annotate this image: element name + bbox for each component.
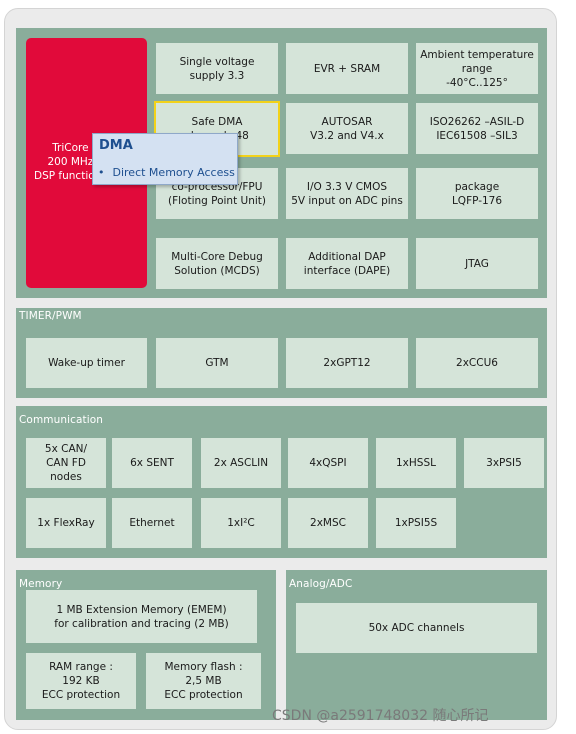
tooltip-item-text: Direct Memory Access	[112, 166, 235, 179]
timer-gtm: GTM	[156, 338, 278, 388]
timer-gpt12: 2xGPT12	[286, 338, 408, 388]
comm-ethernet: Ethernet	[112, 498, 192, 548]
memory-ram: RAM range : 192 KB ECC protection	[26, 653, 136, 709]
feature-package: package LQFP-176	[416, 168, 538, 219]
comm-msc: 2xMSC	[288, 498, 368, 548]
comm-asclin: 2x ASCLIN	[201, 438, 281, 488]
comm-flexray: 1x FlexRay	[26, 498, 106, 548]
communication-title: Communication	[19, 414, 104, 426]
memory-title: Memory	[19, 578, 63, 590]
feature-single-voltage: Single voltage supply 3.3	[156, 43, 278, 94]
comm-hssl: 1xHSSL	[376, 438, 456, 488]
feature-io-cmos: I/O 3.3 V CMOS 5V input on ADC pins	[286, 168, 408, 219]
timer-title: TIMER/PWM	[19, 310, 82, 322]
comm-can: 5x CAN/ CAN FD nodes	[26, 438, 106, 488]
memory-emem: 1 MB Extension Memory (EMEM) for calibra…	[26, 590, 257, 643]
watermark: CSDN @a2591748032 随心所记	[272, 708, 489, 724]
comm-psi5: 3xPSI5	[464, 438, 544, 488]
timer-ccu6: 2xCCU6	[416, 338, 538, 388]
analog-title: Analog/ADC	[289, 578, 353, 590]
analog-adc-channels: 50x ADC channels	[296, 603, 537, 653]
feature-jtag: JTAG	[416, 238, 538, 289]
feature-iso26262: ISO26262 –ASIL-D IEC61508 –SIL3	[416, 103, 538, 154]
feature-evr-sram: EVR + SRAM	[286, 43, 408, 94]
comm-qspi: 4xQSPI	[288, 438, 368, 488]
tooltip-title: DMA	[99, 138, 133, 153]
timer-wakeup: Wake-up timer	[26, 338, 147, 388]
bullet-icon: •	[98, 166, 105, 179]
feature-dape: Additional DAP interface (DAPE)	[286, 238, 408, 289]
comm-sent: 6x SENT	[112, 438, 192, 488]
feature-autosar: AUTOSAR V3.2 and V4.x	[286, 103, 408, 154]
comm-psi5s: 1xPSI5S	[376, 498, 456, 548]
feature-ambient-temperature: Ambient temperature range -40°C..125°	[416, 43, 538, 94]
dma-tooltip: DMA • Direct Memory Access	[92, 133, 238, 185]
tooltip-item: • Direct Memory Access	[98, 166, 235, 179]
comm-i2c: 1xI²C	[201, 498, 281, 548]
tricore-text: TriCore 200 MHz DSP functions	[34, 142, 107, 182]
memory-flash: Memory flash : 2,5 MB ECC protection	[146, 653, 261, 709]
feature-mcds: Multi-Core Debug Solution (MCDS)	[156, 238, 278, 289]
